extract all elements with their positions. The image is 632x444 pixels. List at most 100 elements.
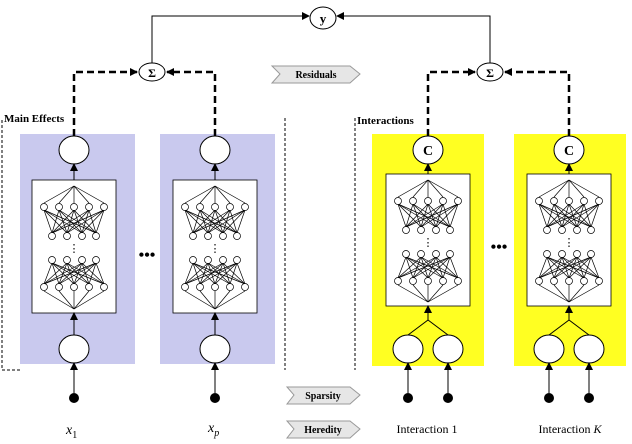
- network-edge: [192, 209, 216, 234]
- network-edge: [546, 203, 600, 228]
- network-edge: [397, 256, 451, 279]
- network-edge: [236, 262, 246, 285]
- network-edge: [397, 179, 429, 198]
- network-edge: [95, 209, 105, 234]
- neuron-icon: [78, 232, 86, 240]
- network-edge: [192, 209, 201, 234]
- interaction-1-output-path: [426, 68, 476, 136]
- output-label: y: [320, 11, 327, 26]
- network-edge: [412, 284, 429, 303]
- neuron-icon: [550, 197, 558, 205]
- left-sum-symbol: Σ: [148, 66, 156, 80]
- input-merge-edge: [407, 319, 429, 336]
- network-edge: [435, 203, 459, 228]
- network-edge: [561, 203, 600, 228]
- neuron-icon: [409, 197, 417, 205]
- network-edge: [553, 284, 570, 303]
- neuron-icon: [85, 283, 93, 291]
- neuron-icon: [558, 250, 566, 258]
- neuron-icon: [226, 203, 234, 211]
- input-dot-icon: [403, 393, 413, 403]
- neuron-icon: [573, 250, 581, 258]
- input-neuron: [573, 334, 605, 364]
- neuron-icon: [543, 226, 551, 234]
- neuron-icon: [100, 203, 108, 211]
- network-edge: [66, 209, 105, 234]
- neuron-icon: [219, 232, 227, 240]
- right-sum-to-output-line: [336, 12, 491, 64]
- network-edge: [43, 262, 97, 285]
- neuron-icon: [535, 197, 543, 205]
- neuron-icon: [211, 283, 219, 291]
- network-edge: [73, 290, 105, 310]
- neuron-icon: [189, 232, 197, 240]
- network-edge: [583, 203, 592, 228]
- network-edge: [405, 203, 429, 228]
- network-edge: [184, 262, 209, 285]
- network-edge: [546, 203, 555, 228]
- sum-icon: Σ: [138, 62, 166, 82]
- network-edge: [73, 185, 90, 204]
- network-edge: [184, 290, 216, 310]
- network-edge: [199, 185, 216, 204]
- neuron-icon: [181, 203, 189, 211]
- neuron-icon: [189, 256, 197, 264]
- neuron-icon: [55, 203, 63, 211]
- network-edge: [405, 203, 414, 228]
- input-neuron: [392, 334, 424, 364]
- neuron-icon: [92, 256, 100, 264]
- main-effect-p-output-path: [166, 68, 217, 136]
- neuron-icon: [417, 250, 425, 258]
- network-edge: [214, 290, 231, 310]
- neuron-icon: [70, 283, 78, 291]
- neuron-icon: [204, 232, 212, 240]
- network-edge: [214, 185, 246, 204]
- network-edge: [590, 256, 600, 279]
- network-edge: [214, 262, 238, 285]
- network-edge: [568, 256, 592, 279]
- neuron-icon: [63, 256, 71, 264]
- neuron-icon: [565, 197, 573, 205]
- input-label-x1: x1: [65, 423, 77, 441]
- neuron-icon: [48, 232, 56, 240]
- network-edge: [73, 262, 97, 285]
- input-merge-edge: [548, 319, 570, 336]
- network-edge: [229, 209, 238, 234]
- network-edge: [199, 262, 238, 285]
- interactions-title: Interactions: [357, 115, 415, 127]
- network-edge: [51, 209, 75, 234]
- neuron-icon: [40, 203, 48, 211]
- network-edge: [81, 209, 105, 234]
- neuron-icon: [550, 277, 558, 285]
- neuron-icon: [100, 283, 108, 291]
- network-edge: [73, 290, 90, 310]
- network-edge: [397, 284, 429, 303]
- network-edge: [405, 203, 444, 228]
- neuron-icon: [196, 203, 204, 211]
- neuron-icon: [439, 197, 447, 205]
- network-edge: [435, 256, 459, 279]
- network-edge: [590, 203, 600, 228]
- neuron-icon: [595, 277, 603, 285]
- network-edge: [51, 209, 60, 234]
- interactions-ellipsis: •••: [491, 239, 508, 256]
- network-edge: [184, 209, 194, 234]
- network-edge: [449, 256, 459, 279]
- network-edge: [583, 256, 592, 279]
- neuron-icon: [580, 277, 588, 285]
- network-edge: [568, 284, 600, 303]
- input-neuron: [58, 334, 90, 364]
- neuron-icon: [92, 232, 100, 240]
- neuron-icon: [543, 250, 551, 258]
- center-label: C: [423, 144, 433, 159]
- neuron-icon: [573, 226, 581, 234]
- input-merge-edge: [568, 319, 590, 336]
- network-edge: [427, 284, 459, 303]
- network-edge: [546, 203, 585, 228]
- neuron-icon: [409, 277, 417, 285]
- neuron-icon: [580, 197, 588, 205]
- neuron-icon: [454, 277, 462, 285]
- network-edge: [88, 262, 97, 285]
